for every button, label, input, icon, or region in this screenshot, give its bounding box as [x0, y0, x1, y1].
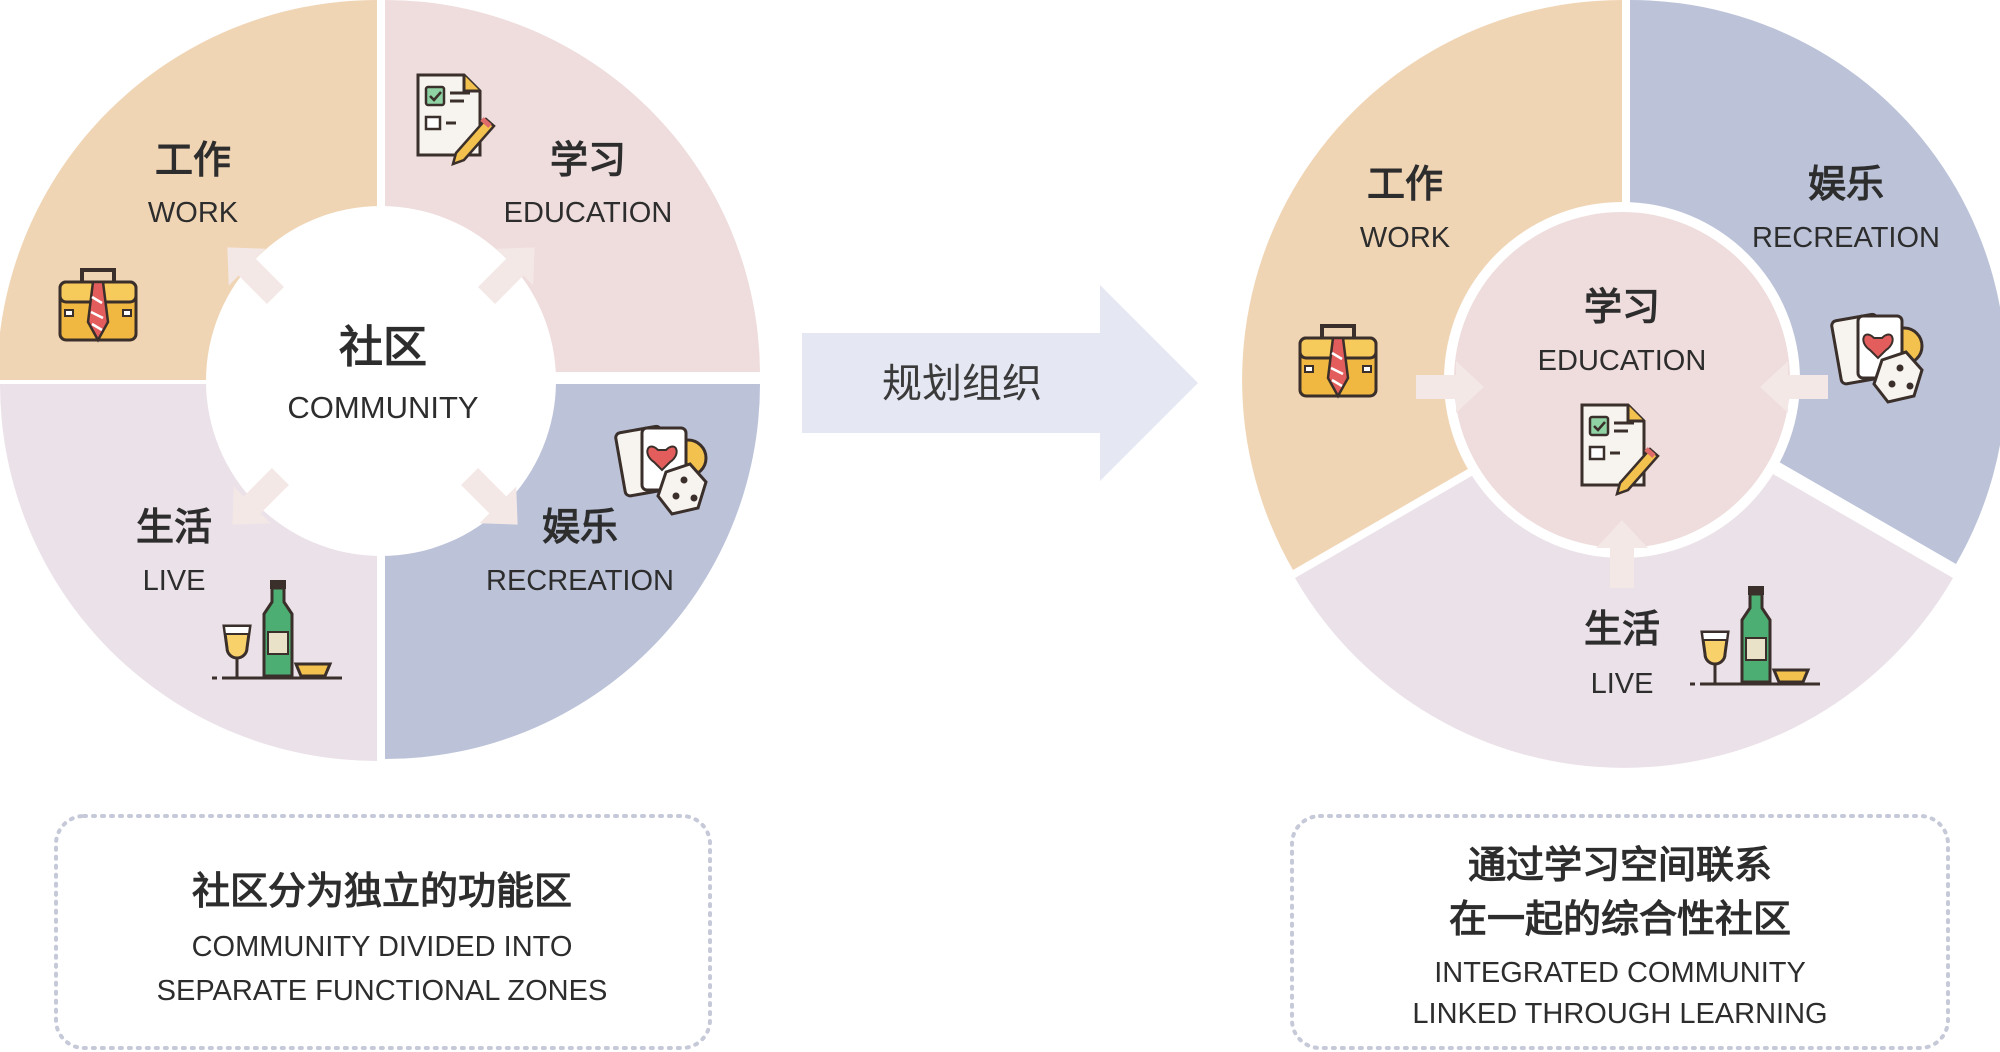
- recreation-label-en: RECREATION: [486, 565, 674, 597]
- right-recreation-label-en: RECREATION: [1752, 222, 1940, 254]
- live-label-cn: 生活: [136, 505, 212, 549]
- live-label-en: LIVE: [143, 565, 206, 597]
- center-title-en: COMMUNITY: [287, 390, 478, 425]
- right-diagram: 学习 EDUCATION 工作 WORK 娱乐 RECREATION 生活 LI…: [1242, 0, 2000, 768]
- education-label-en: EDUCATION: [504, 197, 673, 229]
- planning-arrow: 规划组织: [802, 285, 1198, 481]
- briefcase-icon: [1298, 324, 1378, 398]
- work-label-cn: 工作: [155, 138, 231, 182]
- right-center-label-en: EDUCATION: [1538, 345, 1707, 377]
- left-caption-box: [54, 814, 712, 1050]
- right-caption-box: [1290, 814, 1950, 1050]
- briefcase-icon: [58, 268, 138, 342]
- community-center: [206, 206, 556, 556]
- education-label-cn: 学习: [550, 138, 626, 182]
- right-caption: 通过学习空间联系 在一起的综合性社区 INTEGRATED COMMUNITY …: [1290, 814, 1950, 1050]
- work-label-en: WORK: [148, 197, 239, 229]
- right-caption-cn-line2: 在一起的综合性社区: [1449, 897, 1791, 941]
- right-recreation-label-cn: 娱乐: [1808, 162, 1884, 206]
- recreation-label-cn: 娱乐: [542, 505, 618, 549]
- right-work-label-cn: 工作: [1367, 162, 1443, 206]
- right-live-label-en: LIVE: [1591, 668, 1654, 700]
- left-caption-cn: 社区分为独立的功能区: [192, 869, 572, 913]
- center-title-cn: 社区: [339, 322, 427, 373]
- right-center-label-cn: 学习: [1584, 285, 1660, 329]
- left-caption-en-line2: SEPARATE FUNCTIONAL ZONES: [157, 975, 608, 1007]
- right-caption-en-line1: INTEGRATED COMMUNITY: [1434, 957, 1806, 989]
- right-caption-en-line2: LINKED THROUGH LEARNING: [1412, 998, 1827, 1030]
- right-work-label-en: WORK: [1360, 222, 1451, 254]
- left-caption: 社区分为独立的功能区 COMMUNITY DIVIDED INTO SEPARA…: [54, 814, 712, 1050]
- left-diagram: 社区 COMMUNITY 工作 WORK 学习 EDUCATION 生活 LIV…: [0, 0, 760, 761]
- education-center: [1454, 212, 1790, 548]
- right-live-label-cn: 生活: [1584, 607, 1660, 651]
- left-caption-en-line1: COMMUNITY DIVIDED INTO: [192, 931, 573, 963]
- right-caption-cn-line1: 通过学习空间联系: [1468, 843, 1772, 887]
- planning-arrow-label: 规划组织: [882, 361, 1042, 407]
